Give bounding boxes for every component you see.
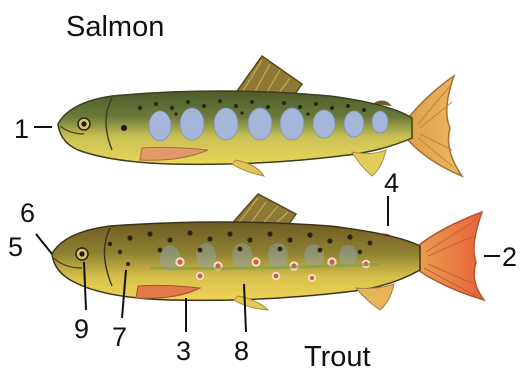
label-8: 8 bbox=[234, 336, 249, 366]
label-7: 7 bbox=[112, 322, 127, 352]
salmon-fish bbox=[58, 56, 462, 176]
label-3: 3 bbox=[176, 336, 191, 366]
label-5: 5 bbox=[8, 232, 23, 262]
label-1: 1 bbox=[14, 114, 29, 144]
salmon-anal-fin bbox=[352, 150, 386, 176]
trout-tail-fin bbox=[418, 212, 484, 300]
salmon-tail-fin bbox=[408, 76, 462, 176]
trout-title: Trout bbox=[304, 341, 371, 373]
trout-fish bbox=[52, 194, 484, 310]
label-6: 6 bbox=[20, 198, 35, 228]
label-9: 9 bbox=[74, 314, 89, 344]
salmon-title: Salmon bbox=[66, 11, 164, 43]
label-4: 4 bbox=[384, 168, 399, 198]
label-2: 2 bbox=[502, 242, 517, 272]
